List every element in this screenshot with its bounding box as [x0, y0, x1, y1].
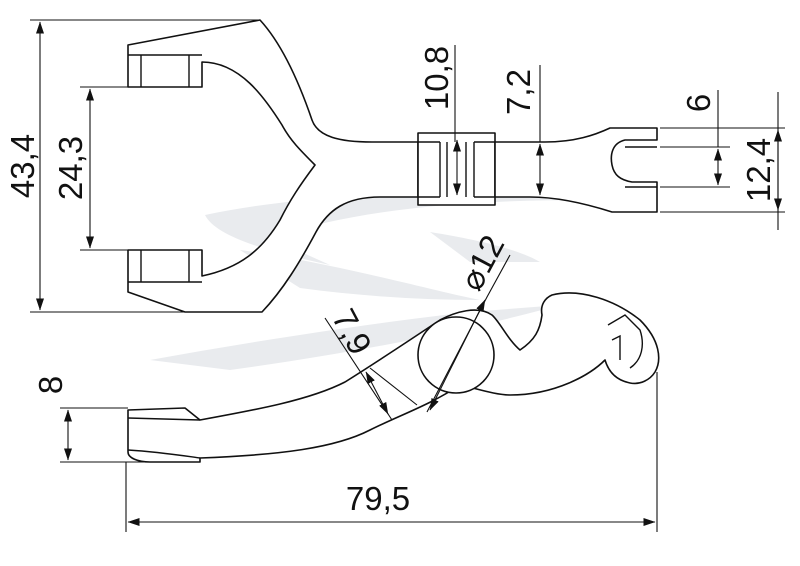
- upper-jaw-pad: [128, 54, 202, 87]
- fork-outline: [127, 19, 419, 313]
- hinge-slot: [418, 141, 495, 198]
- lever-heel-line: [127, 417, 201, 459]
- dim-jaw-spacing: 24,3: [52, 86, 128, 251]
- dim-overall-length: 79,5: [125, 372, 658, 532]
- lever-tab: [607, 314, 643, 369]
- dim-tip-slot: 6: [660, 90, 730, 188]
- pivot-circle: [417, 316, 495, 394]
- lever-part: [127, 292, 660, 463]
- lever-outline: [127, 292, 660, 463]
- dim-text-tip-slot: 6: [680, 94, 717, 112]
- dim-text-tip-height: 12,4: [740, 138, 777, 202]
- fork-tip-slot: [625, 146, 657, 188]
- dim-lever-height: 8: [32, 376, 200, 463]
- lower-jaw-pad: [128, 250, 202, 283]
- fork-arm: [494, 127, 658, 213]
- dim-hinge-slot: 7,2: [500, 65, 544, 196]
- dim-text-jaw-spacing: 24,3: [52, 136, 89, 200]
- dim-hinge-width: 10,8: [418, 45, 461, 196]
- dim-text-lever-height: 8: [32, 376, 69, 394]
- dim-text-hinge-width: 10,8: [418, 46, 455, 110]
- dim-text-overall-height: 43,4: [4, 134, 41, 198]
- dim-tip-height: 12,4: [660, 92, 785, 230]
- fork-part: [127, 19, 658, 313]
- dim-text-overall-length: 79,5: [346, 480, 410, 517]
- dim-text-hinge-slot: 7,2: [500, 69, 537, 115]
- dim-overall-height: 43,4: [4, 19, 262, 313]
